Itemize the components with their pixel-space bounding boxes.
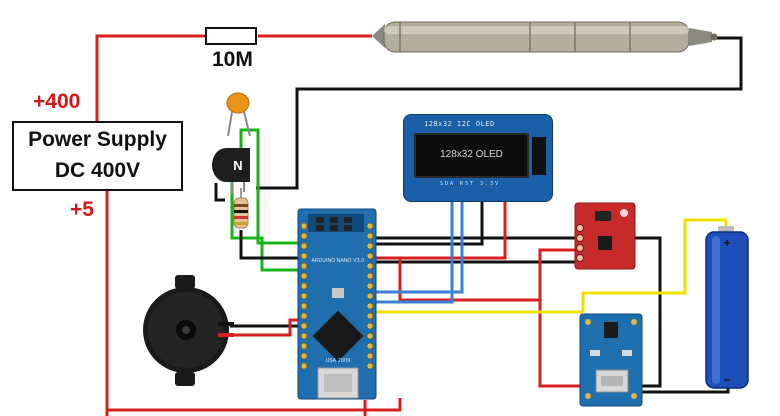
- oled-display-module: 128x32 I2C OLED 128x32 OLED SDA RST 3.3V: [403, 114, 553, 202]
- wire-5v-red: [105, 191, 402, 416]
- arduino-pins-left: [300, 222, 308, 370]
- oled-pin-labels: SDA RST 3.3V: [440, 181, 501, 187]
- oled-screen-text: 128x32 OLED: [440, 149, 503, 160]
- oled-screen: 128x32 OLED: [414, 133, 529, 178]
- svg-text:N: N: [233, 158, 242, 173]
- svg-text:+: +: [723, 236, 730, 250]
- base-resistor: [233, 188, 249, 229]
- arduino-bottom-text: USA 2009: [326, 358, 351, 364]
- arduino-board-text: ARDUINO NANO V3.0: [312, 258, 365, 264]
- oled-header: 128x32 I2C OLED: [424, 120, 495, 128]
- geiger-tube: [372, 21, 718, 53]
- power-supply-box: Power Supply DC 400V: [12, 121, 183, 191]
- wire-blue-i2c: [365, 189, 464, 304]
- lithium-battery: + −: [705, 226, 749, 389]
- battery-charger-module: [579, 313, 643, 407]
- oled-ribbon-cable: [532, 137, 546, 175]
- svg-text:−: −: [723, 373, 730, 387]
- plus-400-label: +400: [33, 90, 81, 113]
- wire-tube-ground-black: [256, 36, 743, 190]
- arduino-nano-board: [297, 208, 377, 400]
- resistor-10m: [205, 27, 257, 45]
- wire-green: [230, 128, 300, 272]
- power-supply-title: Power Supply: [28, 128, 167, 151]
- wire-yellow: [365, 218, 728, 314]
- wire-hv-red: [95, 34, 372, 121]
- red-breakout-module: [574, 202, 636, 270]
- npn-transistor: N: [212, 148, 250, 195]
- plus-5-label: +5: [70, 198, 94, 221]
- ceramic-capacitor: [226, 92, 251, 137]
- arduino-pins-right: [366, 222, 374, 370]
- piezo-buzzer: [143, 275, 234, 386]
- resistor-label: 10M: [212, 48, 253, 71]
- power-supply-voltage: DC 400V: [54, 159, 141, 182]
